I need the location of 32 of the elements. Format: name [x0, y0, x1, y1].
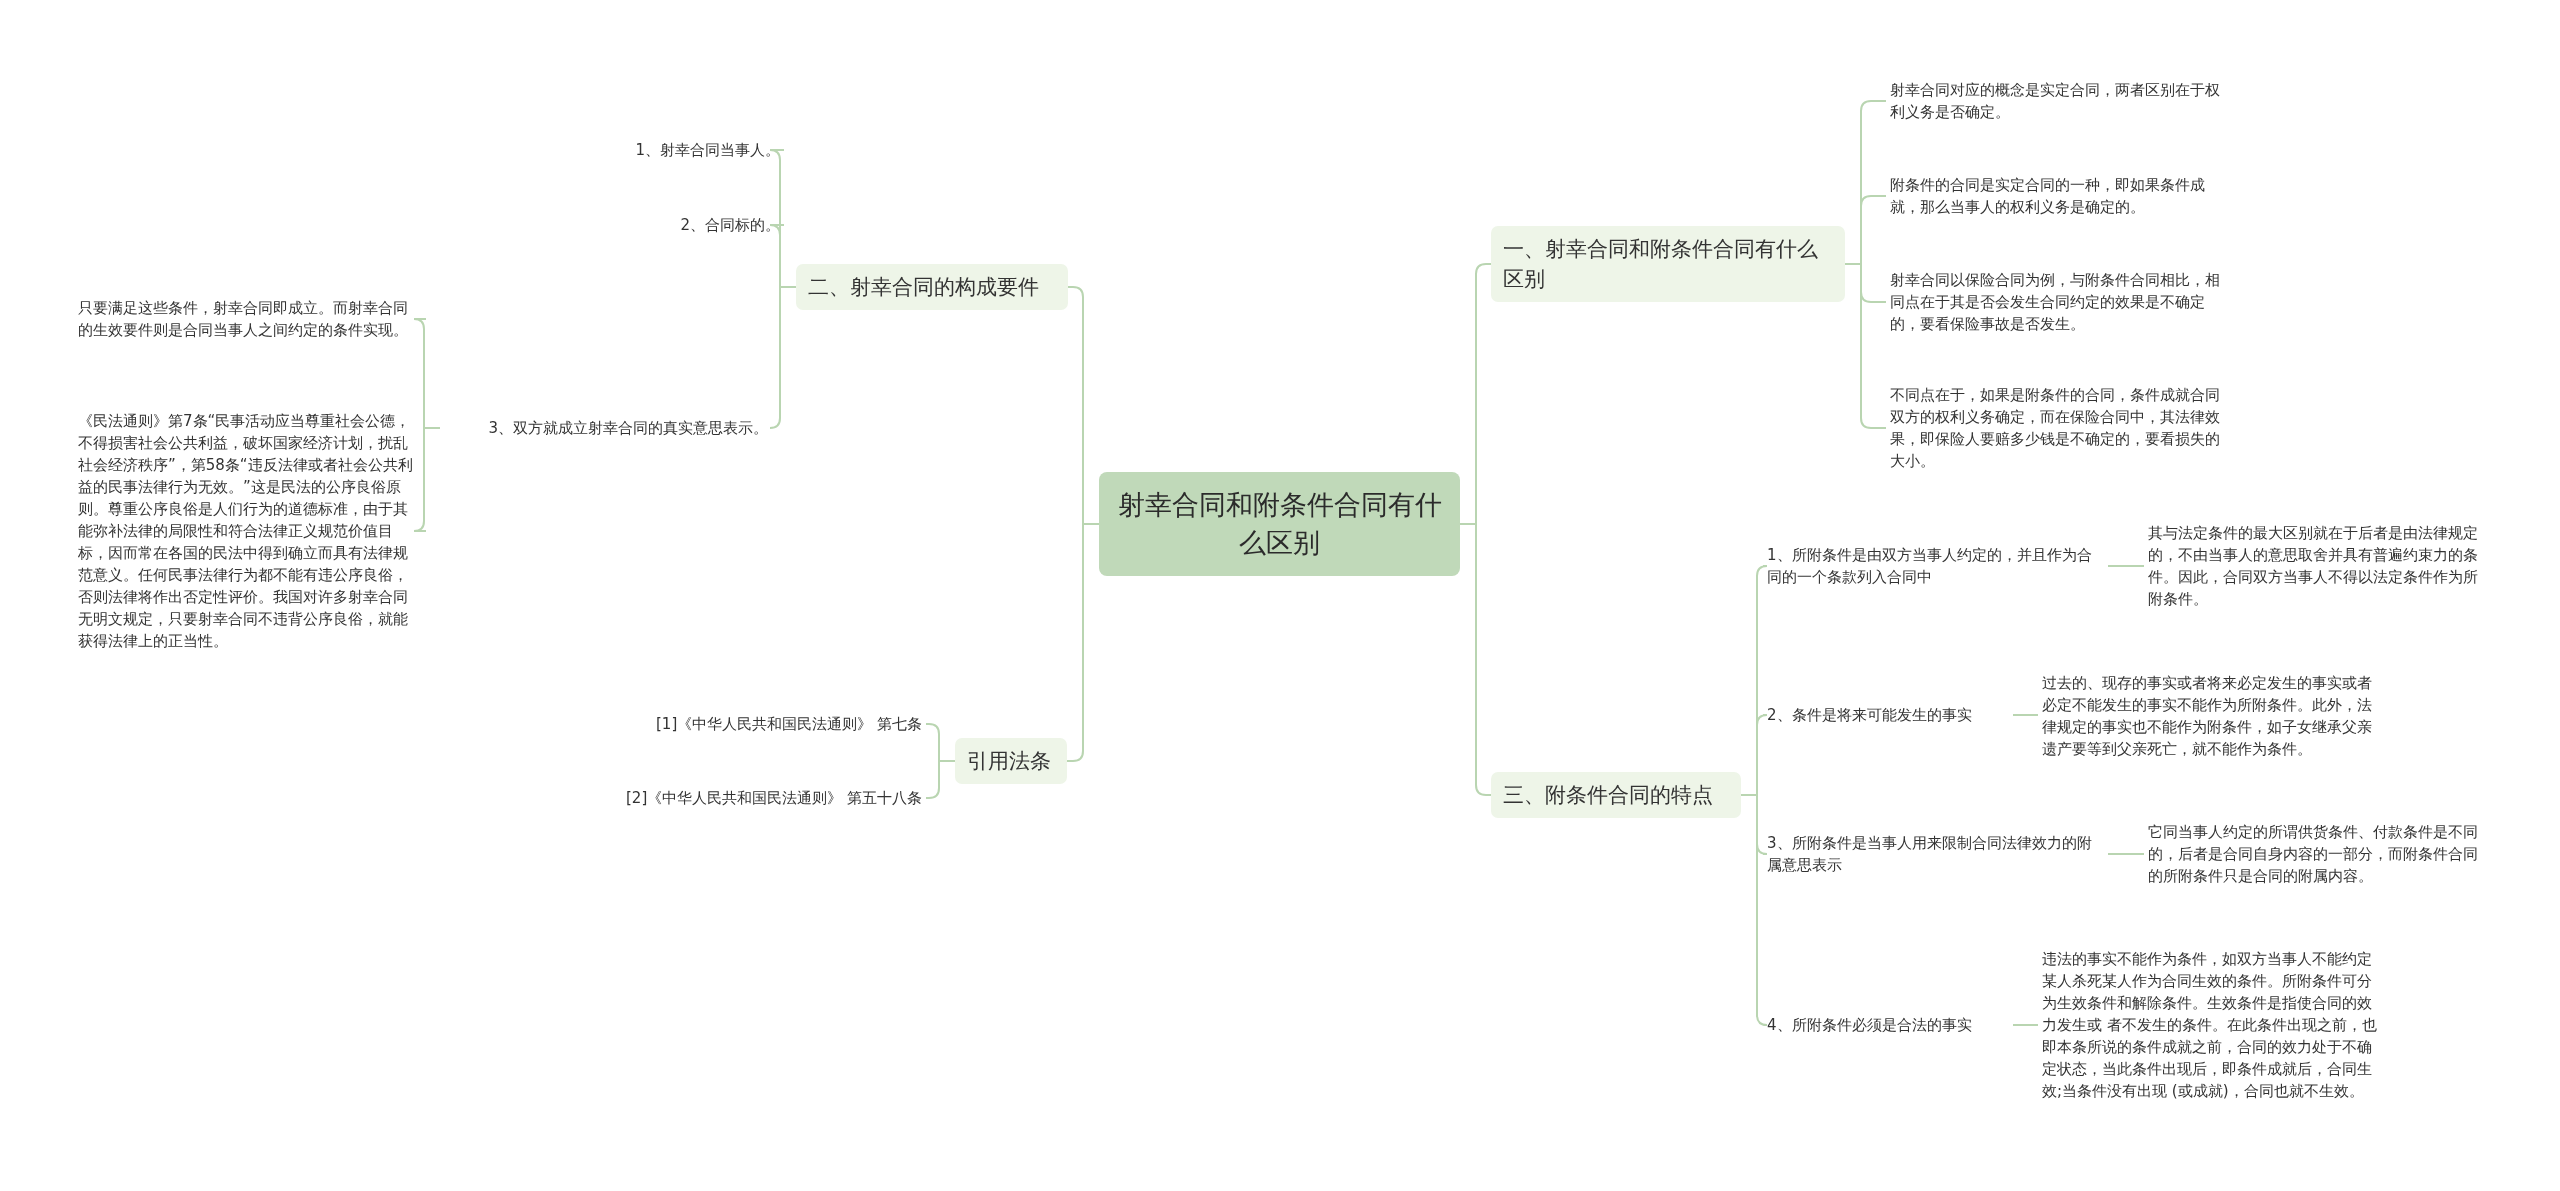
note-text: 不同点在于，如果是附条件的合同，条件成就合同双方的权利义务确定，而在保险合同中，其法律效果，即保险人要赔多少钱是不确定的，要看损失的大小。	[1886, 382, 2236, 474]
connector-line	[2012, 1024, 2039, 1026]
note-text: 2、合同标的。	[574, 212, 784, 238]
branch-topic-box: 三、附条件合同的特点	[1491, 772, 1741, 818]
connector-line	[1740, 794, 1768, 1026]
branch-topic-box: 一、射幸合同和附条件合同有什么区别	[1491, 226, 1845, 302]
note-text: 其与法定条件的最大区别就在于后者是由法律规定的，不由当事人的意思取舍并具有普遍约束力的条件。因此，合同双方当事人不得以法定条件作为所附条件。	[2144, 520, 2494, 612]
note-text: 只要满足这些条件，射幸合同即成立。而射幸合同的生效要件则是合同当事人之间约定的条件实现。	[74, 295, 426, 343]
note-text: 射幸合同以保险合同为例，与附条件合同相比，相同点在于其是否会发生合同约定的效果是不确定的，要看保险事故是否发生。	[1886, 267, 2236, 337]
central-topic-box: 射幸合同和附条件合同有什么区别	[1099, 472, 1460, 576]
note-text: 1、射幸合同当事人。	[574, 137, 784, 163]
note-text: [1]《中华人民共和国民法通则》 第七条	[570, 711, 926, 737]
note-text: 射幸合同对应的概念是实定合同，两者区别在于权利义务是否确定。	[1886, 77, 2236, 125]
connector-line	[925, 760, 956, 799]
connector-line	[769, 286, 797, 429]
connector-line	[2107, 853, 2145, 855]
note-text: 3、双方就成立射幸合同的真实意思表示。	[440, 415, 772, 441]
note-text: 过去的、现存的事实或者将来必定发生的事实或者必定不能发生的事实不能作为所附条件。此外，法律规定的事实也不能作为附条件，如子女继承父亲遗产要等到父亲死亡，就不能作为条件。	[2038, 670, 2388, 762]
connector-line	[2107, 565, 2145, 567]
note-text: 它同当事人约定的所谓供货条件、付款条件是不同的，后者是合同自身内容的一部分，而附条件合同的所附条件只是合同的附属内容。	[2144, 819, 2494, 889]
branch-topic-box: 二、射幸合同的构成要件	[796, 264, 1068, 310]
note-text: [2]《中华人民共和国民法通则》 第五十八条	[560, 785, 926, 811]
note-text: 《民法通则》第7条“民事活动应当尊重社会公德，不得损害社会公共利益，破坏国家经济计划，扰乱社会经济秩序”，第58条“违反法律或者社会公共利益的民事法律行为无效。”这是民法的公序良俗原则。尊重公序良俗是人们行为的道德标准，由于其能弥补法律的局限性和符合法律正义规范价值目标，因而常在各国的民法中得到确立而具有法律规范意义。任何民事法律行为都不能有违公序良俗，否则法律将作出否定性评价。我国对许多射幸合同无明文规定，只要射幸合同不违背公序良俗，就能获得法律上的正当性。	[74, 408, 426, 654]
note-text: 附条件的合同是实定合同的一种，即如果条件成就，那么当事人的权利义务是确定的。	[1886, 172, 2236, 220]
note-text: 3、所附条件是当事人用来限制合同法律效力的附属意思表示	[1763, 830, 2108, 878]
branch-topic-box: 引用法条	[955, 738, 1067, 784]
note-text: 2、条件是将来可能发生的事实	[1763, 702, 2013, 728]
note-text: 4、所附条件必须是合法的事实	[1763, 1012, 2013, 1038]
note-text: 1、所附条件是由双方当事人约定的，并且作为合同的一个条款列入合同中	[1763, 542, 2108, 590]
connector-line	[2012, 714, 2039, 716]
connector-line	[1459, 523, 1492, 796]
note-text: 违法的事实不能作为条件，如双方当事人不能约定某人杀死某人作为合同生效的条件。所附条件可分为生效条件和解除条件。生效条件是指使合同的效力发生或 者不发生的条件。在此条件出现之前，也即本条所说的条件成就之前，合同的效力处于不确定状态，当此条件出现后，即条件成就后，合同生效;当条件没有出现 (或成就)，合同也就不生效。	[2038, 946, 2388, 1104]
